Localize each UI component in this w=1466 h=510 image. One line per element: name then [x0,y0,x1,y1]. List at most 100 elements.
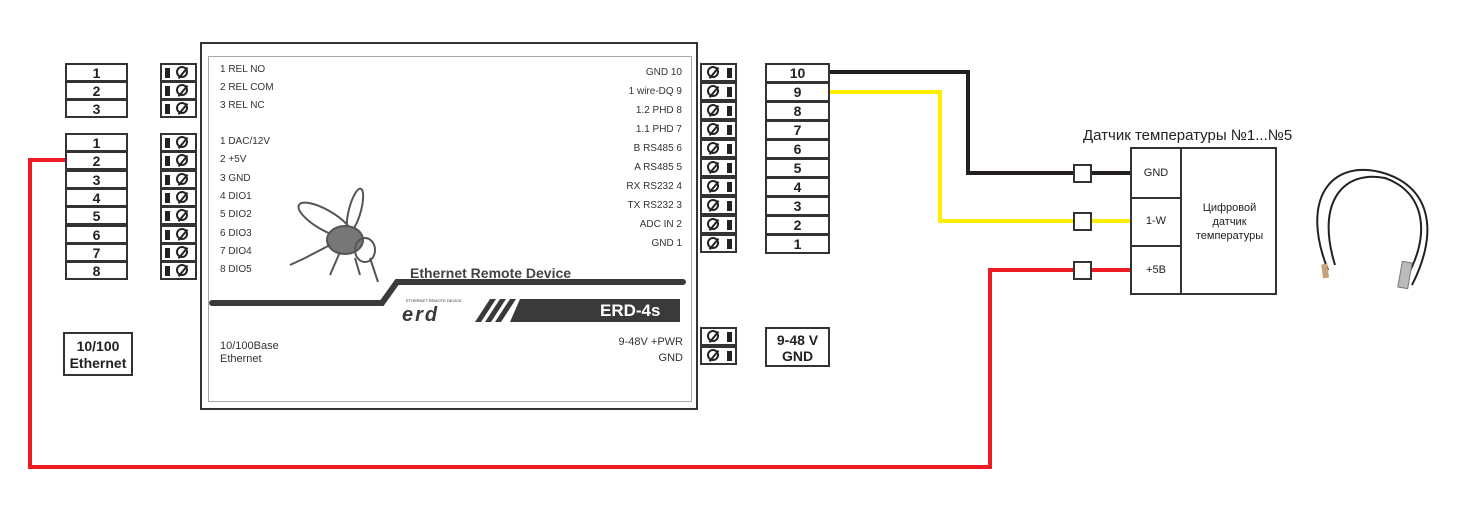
io-label: 4 DIO1 [220,191,252,202]
screw-icon [707,180,719,192]
terminal-block [700,177,737,196]
screw-icon [176,136,188,148]
device-ethernet-label-2: Ethernet [220,353,262,365]
terminal-block [160,206,197,225]
relay-number-3: 3 [65,99,128,118]
relay-label: 3 REL NC [220,100,265,111]
terminal-pin-icon [165,104,170,114]
device-ethernet-label-1: 10/100Base [220,340,279,352]
terminal-pin-icon [727,87,732,97]
terminal-pin-icon [727,239,732,249]
right-pin-label: ADC IN 2 [639,219,682,230]
right-pin-label: GND 10 [645,67,682,78]
sensor-pin-5v: +5В [1146,264,1166,276]
terminal-pin-icon [165,193,170,203]
terminal-block [700,215,737,234]
power-box-gnd: GND [781,348,814,364]
right-pin-number: 8 [765,101,830,121]
data-wire [830,90,1130,223]
terminal-block [700,196,737,215]
io-label: 1 DAC/12V [220,136,271,147]
io-label: 2 +5V [220,154,247,165]
screw-icon [707,104,719,116]
screw-icon [176,191,188,203]
terminal-pin-icon [727,125,732,135]
io-label: 8 DIO5 [220,264,252,275]
terminal-pin-icon [727,220,732,230]
right-pin-number: 3 [765,196,830,216]
screw-icon [176,102,188,114]
data-connector [1073,212,1092,231]
right-pin-label: A RS485 5 [634,162,682,173]
right-pin-number: 10 [765,63,830,83]
right-pin-label: GND 1 [651,238,682,249]
terminal-pin-icon [727,106,732,116]
sensor-body-line2: датчик [1212,216,1247,228]
terminal-pin-icon [165,230,170,240]
terminal-pin-icon [727,351,732,361]
io-number: 8 [65,261,128,280]
erd-logo: erd [402,304,439,327]
ethernet-box-line2: Ethernet [69,355,127,371]
io-number: 2 [65,151,128,170]
right-pin-number: 5 [765,158,830,178]
terminal-pin-icon [165,266,170,276]
io-label: 3 GND [220,173,251,184]
screw-icon [707,66,719,78]
power-box: 9-48 V GND [765,327,830,367]
sensor-box: GND 1-W +5В Цифровой датчик температуры [1130,147,1277,295]
terminal-block [160,133,197,152]
terminal-block [160,225,197,244]
terminal-block [700,120,737,139]
screw-icon [707,349,719,361]
terminal-block [160,81,197,100]
screw-icon [176,209,188,221]
terminal-block [700,158,737,177]
erd-4s-device [200,42,698,410]
ethernet-box-line1: 10/100 [76,338,120,354]
terminal-pin-icon [165,175,170,185]
terminal-block [700,63,737,82]
device-decor-line [209,279,686,306]
screw-icon [176,173,188,185]
screw-icon [707,161,719,173]
io-number: 1 [65,133,128,152]
screw-icon [176,154,188,166]
device-gnd-label: GND [658,352,683,364]
device-tagline: Ethernet Remote Device [410,265,572,281]
sensor-pin-gnd: GND [1132,149,1180,199]
device-model: ERD-4s [600,301,661,320]
terminal-block [700,234,737,253]
screw-icon [707,218,719,230]
screw-icon [707,237,719,249]
power-box-voltage: 9-48 V [776,332,819,348]
terminal-block [700,82,737,101]
screw-icon [707,123,719,135]
io-label: 5 DIO2 [220,209,252,220]
terminal-pin-icon [165,248,170,258]
screw-icon [176,246,188,258]
sensor-title: Датчик температуры №1...№5 [1083,127,1293,144]
right-pin-number: 4 [765,177,830,197]
terminal-block [700,346,737,365]
right-pin-label: RX RS232 4 [626,181,682,192]
terminal-pin-icon [727,68,732,78]
sensor-pin-1w: 1-W [1132,197,1180,247]
terminal-block [160,188,197,207]
terminal-block [700,139,737,158]
right-pin-label: TX RS232 3 [627,200,682,211]
ethernet-box: 10/100 Ethernet [63,332,133,376]
banner-stripes [475,299,516,322]
erd-logo-small: ETHERNET REMOTE DEVICE [406,298,462,303]
terminal-block [700,327,737,346]
sensor-body-text: Цифровой датчик температуры [1182,201,1277,243]
power-wire [28,158,1130,469]
screw-icon [176,264,188,276]
sensor-probe-image [1316,168,1429,290]
screw-icon [176,228,188,240]
terminal-block [160,63,197,82]
terminal-pin-icon [727,144,732,154]
relay-label: 2 REL COM [220,82,274,93]
sensor-body-line1: Цифровой [1202,202,1257,214]
